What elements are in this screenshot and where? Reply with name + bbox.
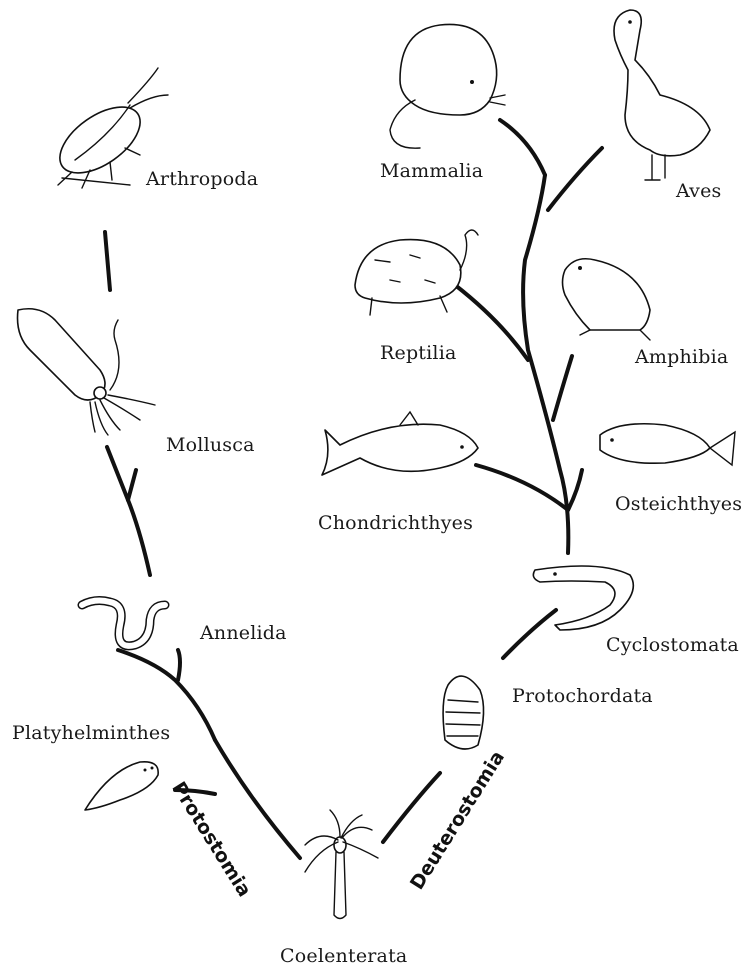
- squid-illustration: [18, 309, 156, 435]
- acorn-worm-illustration: [443, 676, 483, 749]
- label-mollusca: Mollusca: [166, 434, 255, 456]
- tree-lines: [105, 120, 602, 858]
- label-mammalia: Mammalia: [380, 160, 483, 182]
- annelida-spur-line: [178, 650, 180, 680]
- label-annelida: Annelida: [200, 622, 287, 644]
- chondrichthyes-branch-line: [476, 465, 568, 510]
- flatworm-illustration: [85, 762, 158, 810]
- label-cyclostomata: Cyclostomata: [606, 634, 739, 656]
- cyclostomata-branch-line: [503, 610, 556, 658]
- hydra-illustration: [305, 810, 378, 919]
- mollusca-branch-line: [107, 447, 150, 575]
- shark-illustration: [322, 412, 478, 475]
- mouse-illustration: [390, 24, 505, 148]
- label-osteichthyes: Osteichthyes: [615, 493, 742, 515]
- label-protochordata: Protochordata: [512, 685, 653, 707]
- label-reptilia: Reptilia: [380, 342, 457, 364]
- label-platyhelminthes: Platyhelminthes: [12, 722, 170, 744]
- arthropoda-branch-line: [105, 232, 110, 290]
- bony-fish-illustration: [600, 424, 735, 465]
- goose-illustration: [614, 10, 710, 180]
- label-aves: Aves: [676, 180, 721, 202]
- label-coelenterata: Coelenterata: [280, 945, 407, 967]
- turtle-illustration: [355, 230, 478, 315]
- reptilia-branch-line: [455, 285, 528, 360]
- deuterostomia-trunk-line: [383, 773, 440, 842]
- amphibia-branch-line: [553, 356, 572, 420]
- label-arthropoda: Arthropoda: [146, 168, 258, 190]
- aves-branch-line: [548, 148, 602, 210]
- mammalia-branch-line: [500, 120, 545, 175]
- frog-illustration: [563, 259, 651, 340]
- label-chondrichthyes: Chondrichthyes: [318, 512, 473, 534]
- protostomia-trunk-line: [215, 740, 300, 858]
- lamprey-illustration: [533, 566, 633, 630]
- earthworm-illustration: [82, 601, 165, 646]
- osteichthyes-branch-line: [568, 470, 582, 510]
- label-amphibia: Amphibia: [635, 346, 728, 368]
- mollusca-spur-line: [128, 470, 136, 500]
